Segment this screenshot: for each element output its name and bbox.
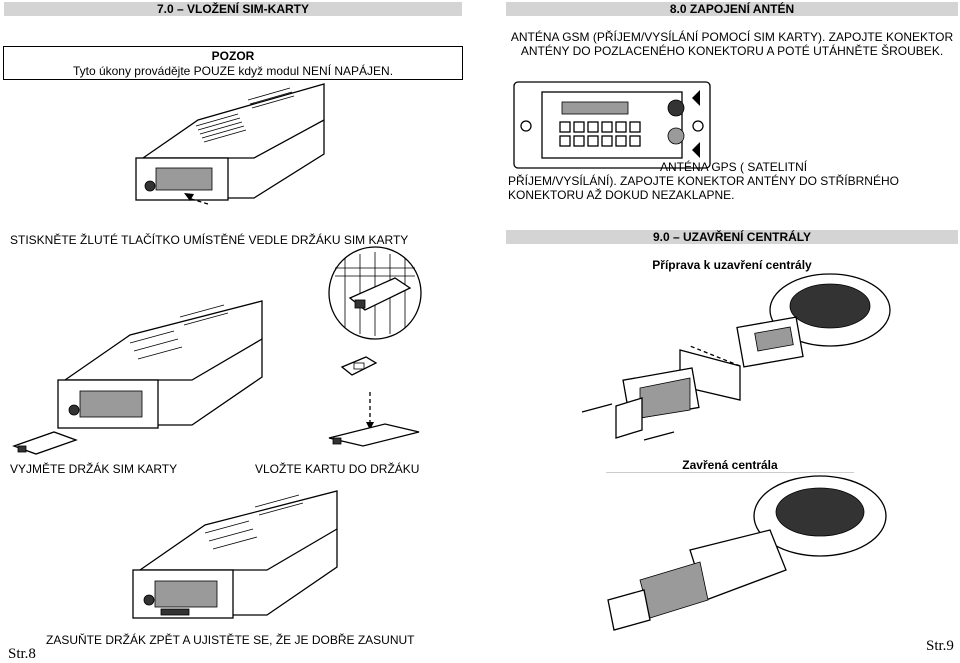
sim-card (340, 356, 378, 376)
arrow-down (366, 392, 374, 430)
callout-line (187, 197, 209, 205)
warning-box: POZOR Tyto úkony provádějte POUZE když m… (3, 46, 463, 80)
central-unit-vent (775, 487, 865, 537)
gsm-connector (667, 99, 685, 117)
antenna-arrows (692, 90, 700, 158)
device-antenna-jack (143, 594, 155, 606)
zoom-detail (328, 246, 422, 340)
step-insert-card: VLOŽTE KARTU DO DRŽÁKU (255, 462, 420, 476)
device-antenna-jack (144, 180, 156, 192)
step-push-holder: ZASUŇTE DRŽÁK ZPĚT A UJISTĚTE SE, ŽE JE … (46, 633, 415, 647)
closed-unit-illustration (607, 475, 887, 631)
unit-connector (754, 326, 794, 352)
closing-illustration (581, 273, 891, 441)
device-connector (79, 390, 143, 418)
device-illustration-top (135, 83, 325, 205)
sim-holder-inserted (160, 608, 190, 616)
assembly-line (689, 345, 741, 367)
device-illustration-middle (57, 300, 263, 429)
prep-caption: Příprava k uzavření centrály (652, 258, 812, 272)
step-remove-holder: VYJMĚTE DRŽÁK SIM KARTY (10, 462, 178, 476)
screw-top (581, 403, 613, 413)
central-unit-vent (789, 283, 871, 329)
device-vents (204, 494, 304, 550)
warning-title: POZOR (211, 49, 255, 63)
sim-holder-removed (12, 431, 78, 455)
gps-instructions-line1: ANTÉNA GPS ( SATELITNÍ (660, 160, 808, 174)
gps-instructions-line3: KONEKTORU AŽ DOKUD NEZAKLAPNE. (508, 188, 735, 202)
device-vents (195, 87, 295, 143)
cable-end (607, 589, 651, 631)
device-connector (155, 167, 213, 191)
mount-hole-left (520, 120, 532, 132)
cable-end (615, 397, 643, 439)
section-header-antennas: 8.0 ZAPOJENÍ ANTÉN (506, 2, 958, 16)
section-header-closing: 9.0 – UZAVŘENÍ CENTRÁLY (506, 230, 958, 244)
screw-bottom (643, 431, 675, 441)
gsm-instructions: ANTÉNA GSM (PŘÍJEM/VYSÍLÁNÍ POMOCÍ SIM K… (510, 30, 954, 58)
gps-instructions-line2: PŘÍJEM/VYSÍLÁNÍ). ZAPOJTE KONEKTOR ANTÉN… (508, 174, 899, 188)
antenna-panel (513, 81, 711, 169)
yellow-button (354, 299, 366, 309)
panel-label (561, 101, 629, 115)
device-antenna-jack (68, 404, 80, 416)
page-number-right: Str.9 (926, 638, 954, 654)
arrow-icon (692, 142, 700, 158)
arrow-icon (184, 193, 194, 201)
sim-card-shape (340, 356, 378, 376)
arrow-icon (366, 422, 374, 430)
sim-chip (353, 362, 365, 370)
closed-caption: Zavřená centrála (606, 458, 854, 473)
sim-holder-with-card (328, 423, 420, 447)
page-number-left: Str.8 (8, 646, 36, 662)
gps-connector (667, 127, 685, 145)
section-header-sim: 7.0 – VLOŽENÍ SIM-KARTY (4, 2, 462, 16)
device-connector (154, 580, 218, 608)
mount-hole-right (692, 120, 704, 132)
cable-boot (639, 561, 709, 619)
sim-holder-tab (17, 445, 27, 453)
step-press-button: STISKNĚTE ŽLUTÉ TLAČÍTKO UMÍSTĚNÉ VEDLE … (10, 233, 409, 247)
device-vents (129, 304, 229, 360)
warning-text: Tyto úkony provádějte POUZE když modul N… (72, 64, 394, 78)
device-illustration-bottom (132, 490, 338, 619)
arrow-icon (692, 90, 700, 106)
connector-pins (559, 121, 641, 147)
sim-holder-tray (12, 431, 78, 455)
sim-holder-tab (332, 437, 342, 445)
sim-holder-tray (328, 423, 420, 447)
